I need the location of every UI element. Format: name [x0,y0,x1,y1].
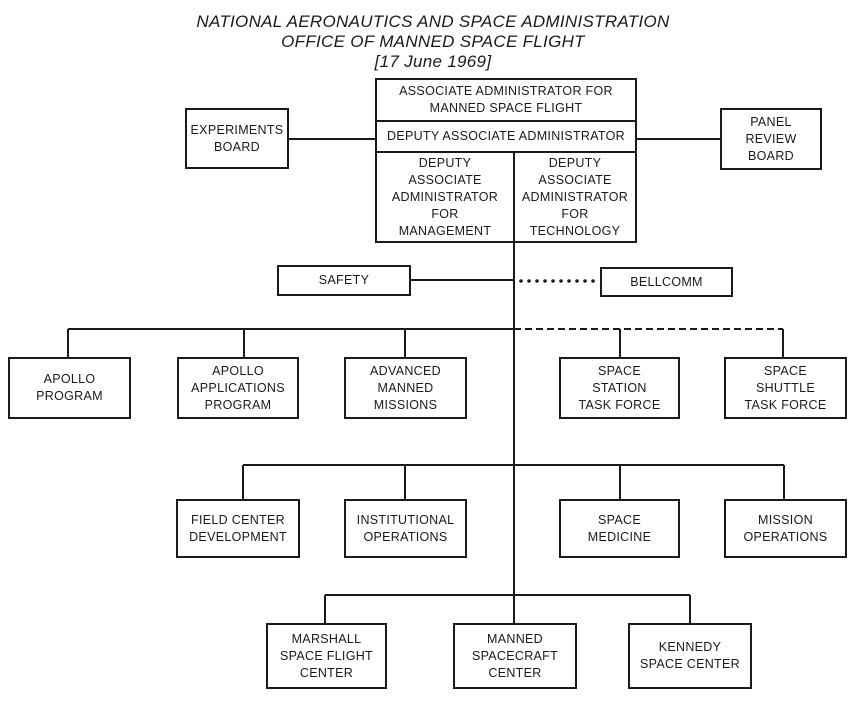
office-box-mission-operations: MISSION OPERATIONS [724,499,847,558]
center-box-kennedy: KENNEDY SPACE CENTER [628,623,752,689]
experiments-board-box: EXPERIMENTS BOARD [185,108,289,169]
program-box-space-shuttle-task-force: SPACE SHUTTLE TASK FORCE [724,357,847,419]
program-box-advanced-manned-missions: ADVANCED MANNED MISSIONS [344,357,467,419]
panel-review-board-box: PANEL REVIEW BOARD [720,108,822,170]
office-box-space-medicine: SPACE MEDICINE [559,499,680,558]
program-box-space-station-task-force: SPACE STATION TASK FORCE [559,357,680,419]
connector-bellcomm-dotted [519,279,595,283]
chart-subtitle: OFFICE OF MANNED SPACE FLIGHT [281,32,585,51]
chart-title: NATIONAL AERONAUTICS AND SPACE ADMINISTR… [196,12,670,31]
deputy-associate-administrator-box: DEPUTY ASSOCIATE ADMINISTRATOR [377,122,635,153]
safety-box: SAFETY [277,265,411,296]
deputy-technology-box: DEPUTY ASSOCIATE ADMINISTRATOR FOR TECHN… [521,155,629,238]
office-box-institutional-operations: INSTITUTIONAL OPERATIONS [344,499,467,558]
chart-date: [17 June 1969] [374,52,492,71]
associate-administrator-box: ASSOCIATE ADMINISTRATOR FOR MANNED SPACE… [377,80,635,122]
program-box-apollo-applications: APOLLO APPLICATIONS PROGRAM [177,357,299,419]
administration-block: ASSOCIATE ADMINISTRATOR FOR MANNED SPACE… [375,78,637,243]
deputy-management-box: DEPUTY ASSOCIATE ADMINISTRATOR FOR MANAG… [377,153,515,241]
office-box-field-center-development: FIELD CENTER DEVELOPMENT [176,499,300,558]
program-box-apollo: APOLLO PROGRAM [8,357,131,419]
center-box-manned-spacecraft: MANNED SPACECRAFT CENTER [453,623,577,689]
center-box-marshall: MARSHALL SPACE FLIGHT CENTER [266,623,387,689]
bellcomm-box: BELLCOMM [600,267,733,297]
